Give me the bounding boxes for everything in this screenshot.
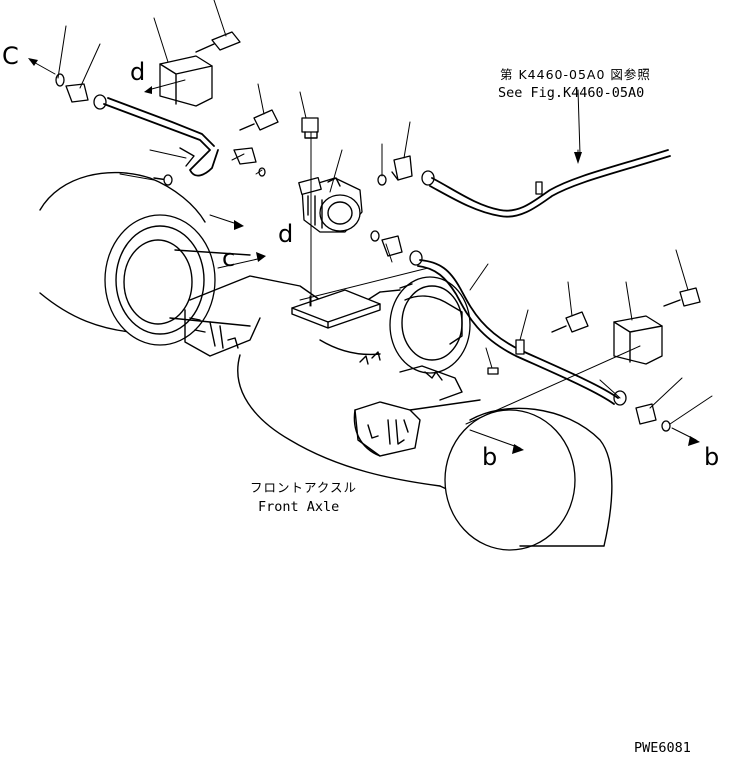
brake-pipes	[103, 97, 671, 405]
reference-note-japanese: 第 K4460-05A0 図参照	[500, 67, 651, 82]
pipe-nut	[93, 94, 107, 110]
connector-fitting	[635, 403, 657, 425]
direction-label-d: d	[130, 58, 145, 86]
assembly-label-english: Front Axle	[258, 499, 339, 515]
o-ring	[370, 230, 380, 242]
labels: C d d c b b 第 K4460-05A0 図参照 See Fig.K44…	[2, 42, 719, 756]
direction-arrows	[28, 58, 700, 454]
pipe-nut	[409, 250, 423, 266]
pipe-clip	[535, 181, 543, 195]
left-hub-flange	[104, 214, 216, 346]
direction-label-c: c	[222, 244, 235, 272]
bolt-right-clamp	[551, 311, 589, 333]
bolt-right-bracket	[663, 287, 701, 307]
connector-fitting	[233, 147, 257, 165]
assembly-label-japanese: フロントアクスル	[250, 480, 357, 495]
bracket-top-left	[159, 55, 213, 107]
brake-tube-left	[103, 103, 219, 177]
direction-label-b: b	[704, 443, 719, 471]
direction-label-c: C	[2, 42, 19, 70]
pipe-clip	[515, 339, 525, 355]
bolts	[153, 31, 701, 375]
direction-label-d: d	[278, 220, 293, 248]
pipe-nut	[421, 170, 435, 186]
brake-tube-top-right	[431, 149, 669, 212]
reference-note-english: See Fig.K4460-05A0	[498, 85, 644, 101]
valve-mounting-bolt	[301, 117, 319, 133]
brake-valve-assembly	[258, 117, 387, 307]
connector-fitting	[381, 235, 403, 257]
bolt-top-left	[195, 31, 241, 53]
pin-right	[487, 367, 499, 375]
mounting-plate	[291, 289, 381, 323]
right-wheel-drum	[444, 409, 576, 551]
bolt-mid-left	[239, 109, 279, 131]
pin-left	[153, 174, 173, 186]
o-ring	[55, 73, 65, 87]
elbow-fitting	[393, 155, 413, 181]
leader-lines	[57, 0, 713, 425]
bracket-right	[613, 315, 663, 365]
bracket-leader	[465, 345, 641, 425]
brake-tube-right	[419, 259, 619, 399]
o-ring	[661, 420, 671, 432]
direction-label-b: b	[482, 443, 497, 471]
front-axle-housing	[39, 171, 613, 551]
connector-fitting	[65, 83, 89, 103]
drawing-code: PWE6081	[634, 740, 691, 756]
